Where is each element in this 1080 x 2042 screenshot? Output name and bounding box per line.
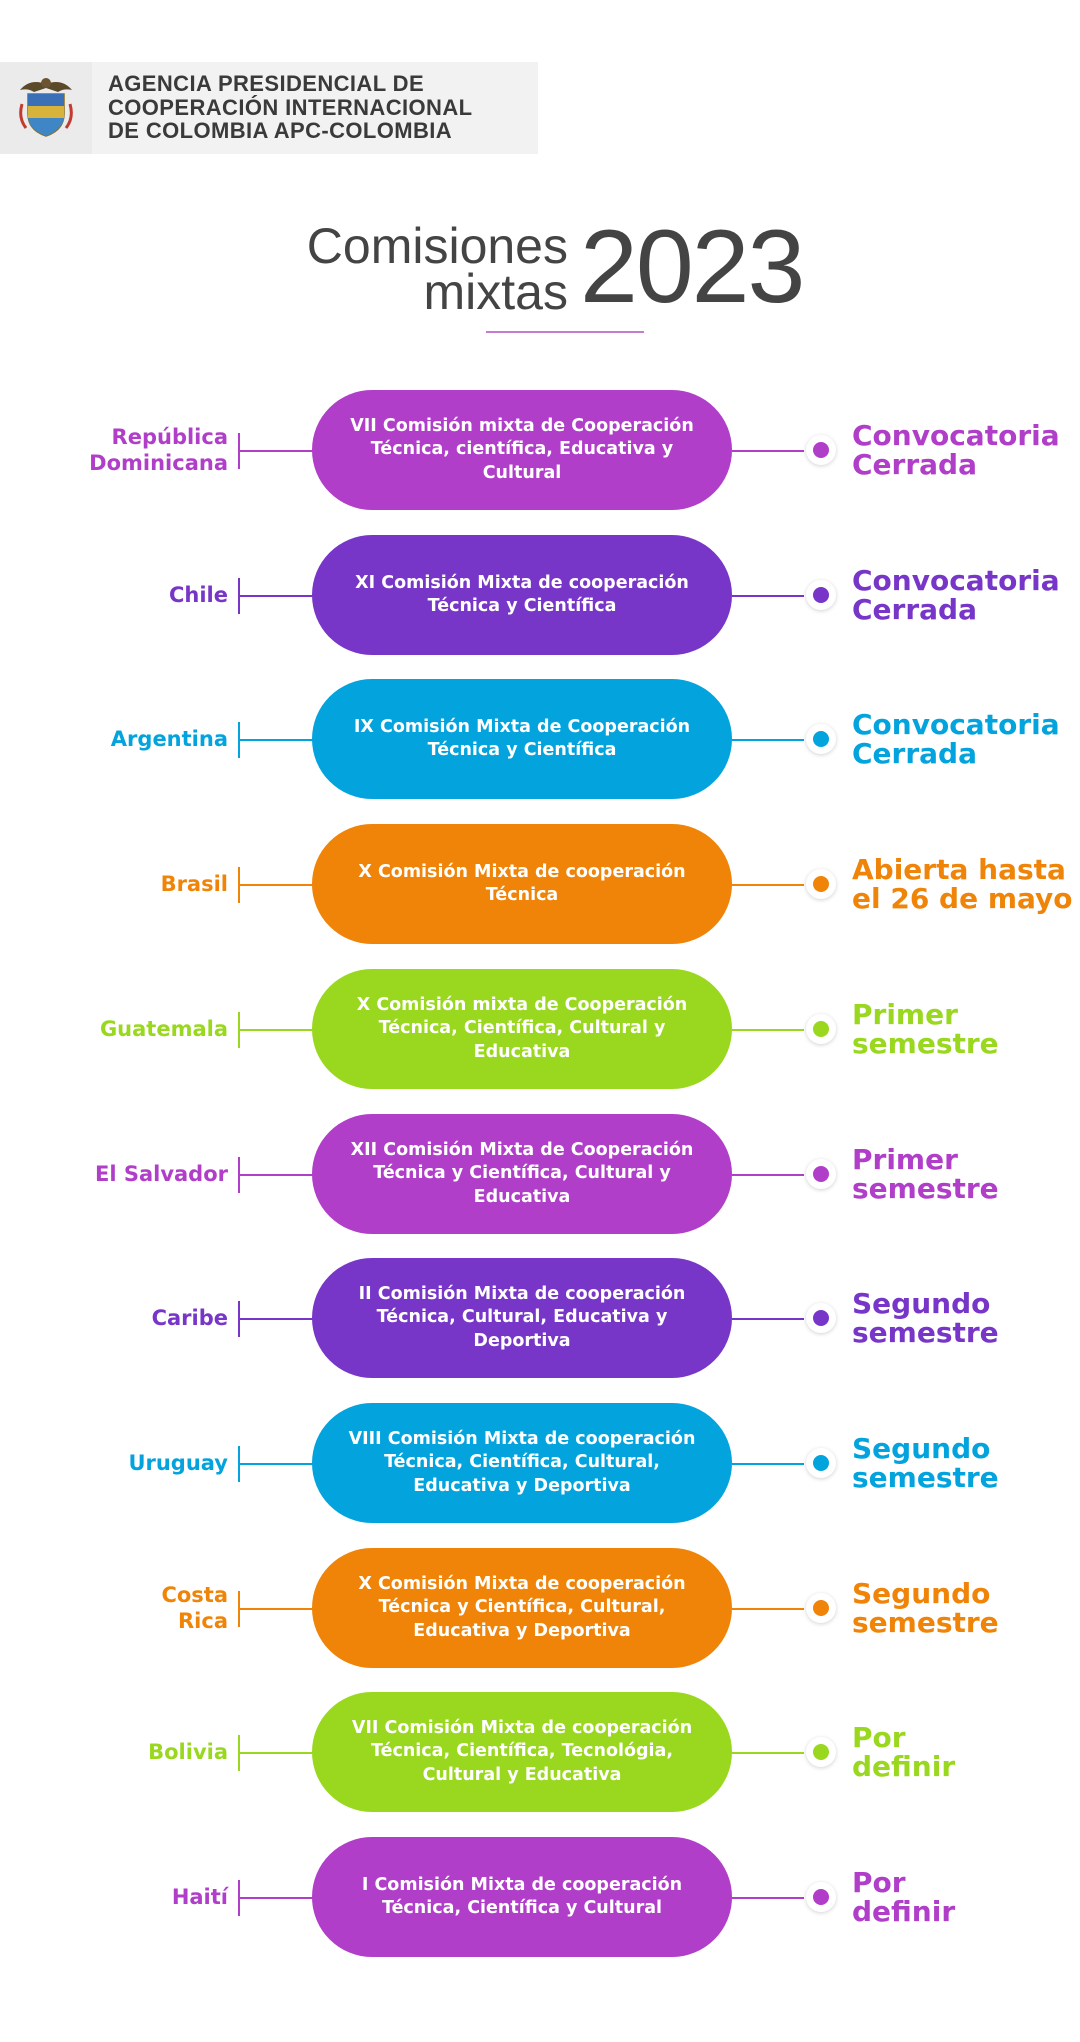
country-label: Chile bbox=[168, 583, 228, 607]
connector-left bbox=[239, 595, 314, 597]
bracket-line bbox=[238, 1012, 240, 1048]
connector-left bbox=[239, 884, 314, 886]
connector-left bbox=[239, 1897, 314, 1899]
connector-left bbox=[239, 450, 314, 452]
status-label: Convocatoria Cerrada bbox=[852, 708, 1060, 770]
status-label: Segundo semestre bbox=[852, 1577, 999, 1639]
status-dot-icon bbox=[813, 1021, 829, 1037]
country-label: Haití bbox=[171, 1885, 228, 1909]
commission-pill: X Comisión Mixta de cooperación Técnica bbox=[312, 824, 732, 944]
status-label: Primer semestre bbox=[852, 1143, 999, 1205]
connector-right bbox=[732, 1029, 804, 1031]
commission-pill: IX Comisión Mixta de Cooperación Técnica… bbox=[312, 679, 732, 799]
title-underline bbox=[486, 331, 644, 333]
status-label: Primer semestre bbox=[852, 998, 999, 1060]
country-label: Brasil bbox=[160, 872, 228, 896]
status-label: Abierta hasta el 26 de mayo bbox=[852, 853, 1073, 915]
status-label: Por definir bbox=[852, 1721, 956, 1783]
bracket-line bbox=[238, 1157, 240, 1193]
connector-right bbox=[732, 1752, 804, 1754]
connector-left bbox=[239, 1174, 314, 1176]
connector-left bbox=[239, 1463, 314, 1465]
commission-row: Brasil X Comisión Mixta de cooperación Té… bbox=[0, 824, 1080, 944]
connector-right bbox=[732, 1897, 804, 1899]
commission-pill: XI Comisión Mixta de cooperación Técnica… bbox=[312, 535, 732, 655]
bracket-line bbox=[238, 1446, 240, 1482]
country-label: Uruguay bbox=[128, 1451, 228, 1475]
title-line-1: Comisiones bbox=[306, 218, 568, 274]
bracket-line bbox=[238, 1735, 240, 1771]
commission-pill: XII Comisión Mixta de Cooperación Técnic… bbox=[312, 1114, 732, 1234]
agency-header: AGENCIA PRESIDENCIAL DE COOPERACIÓN INTE… bbox=[0, 62, 538, 154]
commission-row: Costa Rica X Comisión Mixta de cooperació… bbox=[0, 1548, 1080, 1668]
status-label: Convocatoria Cerrada bbox=[852, 419, 1060, 481]
status-dot-icon bbox=[813, 731, 829, 747]
connector-right bbox=[732, 739, 804, 741]
commission-row: Bolivia VII Comisión Mixta de cooperación… bbox=[0, 1692, 1080, 1812]
bracket-line bbox=[238, 433, 240, 469]
connector-left bbox=[239, 1608, 314, 1610]
status-dot-icon bbox=[813, 1600, 829, 1616]
commission-row: Caribe II Comisión Mixta de cooperación T… bbox=[0, 1258, 1080, 1378]
commission-row: Haití I Comisión Mixta de cooperación Téc… bbox=[0, 1837, 1080, 1957]
bracket-line bbox=[238, 1301, 240, 1337]
connector-right bbox=[732, 450, 804, 452]
bracket-line bbox=[238, 578, 240, 614]
connector-right bbox=[732, 1608, 804, 1610]
commission-row: Uruguay VIII Comisión Mixta de cooperació… bbox=[0, 1403, 1080, 1523]
country-label: Caribe bbox=[151, 1306, 228, 1330]
bracket-line bbox=[238, 1591, 240, 1627]
commission-pill: I Comisión Mixta de cooperación Técnica,… bbox=[312, 1837, 732, 1957]
connector-right bbox=[732, 1174, 804, 1176]
connector-right bbox=[732, 595, 804, 597]
bracket-line bbox=[238, 722, 240, 758]
commission-pill: X Comisión mixta de Cooperación Técnica,… bbox=[312, 969, 732, 1089]
status-dot-icon bbox=[813, 1166, 829, 1182]
country-label: Bolivia bbox=[148, 1740, 228, 1764]
status-label: Segundo semestre bbox=[852, 1432, 999, 1494]
status-dot-icon bbox=[813, 876, 829, 892]
status-label: Convocatoria Cerrada bbox=[852, 564, 1060, 626]
connector-right bbox=[732, 1318, 804, 1320]
commission-pill: X Comisión Mixta de cooperación Técnica … bbox=[312, 1548, 732, 1668]
commission-row: Guatemala X Comisión mixta de Cooperación… bbox=[0, 969, 1080, 1089]
connector-right bbox=[732, 1463, 804, 1465]
country-label: República Dominicana bbox=[89, 425, 228, 475]
bracket-line bbox=[238, 1880, 240, 1916]
commission-row: República Dominicana VII Comisión mixta d… bbox=[0, 390, 1080, 510]
title-year: 2023 bbox=[580, 209, 805, 325]
commission-row: Argentina IX Comisión Mixta de Cooperació… bbox=[0, 679, 1080, 799]
country-label: El Salvador bbox=[94, 1162, 228, 1186]
coat-of-arms-icon bbox=[19, 78, 73, 137]
commission-pill: VII Comisión Mixta de cooperación Técnic… bbox=[312, 1692, 732, 1812]
status-dot-icon bbox=[813, 1455, 829, 1471]
connector-right bbox=[732, 884, 804, 886]
status-dot-icon bbox=[813, 1310, 829, 1326]
connector-left bbox=[239, 1752, 314, 1754]
commission-row: Chile XI Comisión Mixta de cooperación Té… bbox=[0, 535, 1080, 655]
commission-pill: II Comisión Mixta de cooperación Técnica… bbox=[312, 1258, 732, 1378]
commission-pill: VII Comisión mixta de Cooperación Técnic… bbox=[312, 390, 732, 510]
status-dot-icon bbox=[813, 1889, 829, 1905]
connector-left bbox=[239, 1318, 314, 1320]
country-label: Costa Rica bbox=[161, 1583, 228, 1633]
coat-of-arms-logo bbox=[0, 62, 92, 154]
connector-left bbox=[239, 739, 314, 741]
commission-pill: VIII Comisión Mixta de cooperación Técni… bbox=[312, 1403, 732, 1523]
status-dot-icon bbox=[813, 587, 829, 603]
country-label: Argentina bbox=[110, 727, 228, 751]
commission-row: El Salvador XII Comisión Mixta de Coopera… bbox=[0, 1114, 1080, 1234]
agency-name: AGENCIA PRESIDENCIAL DE COOPERACIÓN INTE… bbox=[108, 71, 473, 143]
connector-left bbox=[239, 1029, 314, 1031]
status-label: Por definir bbox=[852, 1866, 956, 1928]
bracket-line bbox=[238, 867, 240, 903]
status-dot-icon bbox=[813, 442, 829, 458]
title-line-2: mixtas bbox=[423, 264, 568, 320]
status-label: Segundo semestre bbox=[852, 1287, 999, 1349]
status-dot-icon bbox=[813, 1744, 829, 1760]
country-label: Guatemala bbox=[99, 1017, 228, 1041]
